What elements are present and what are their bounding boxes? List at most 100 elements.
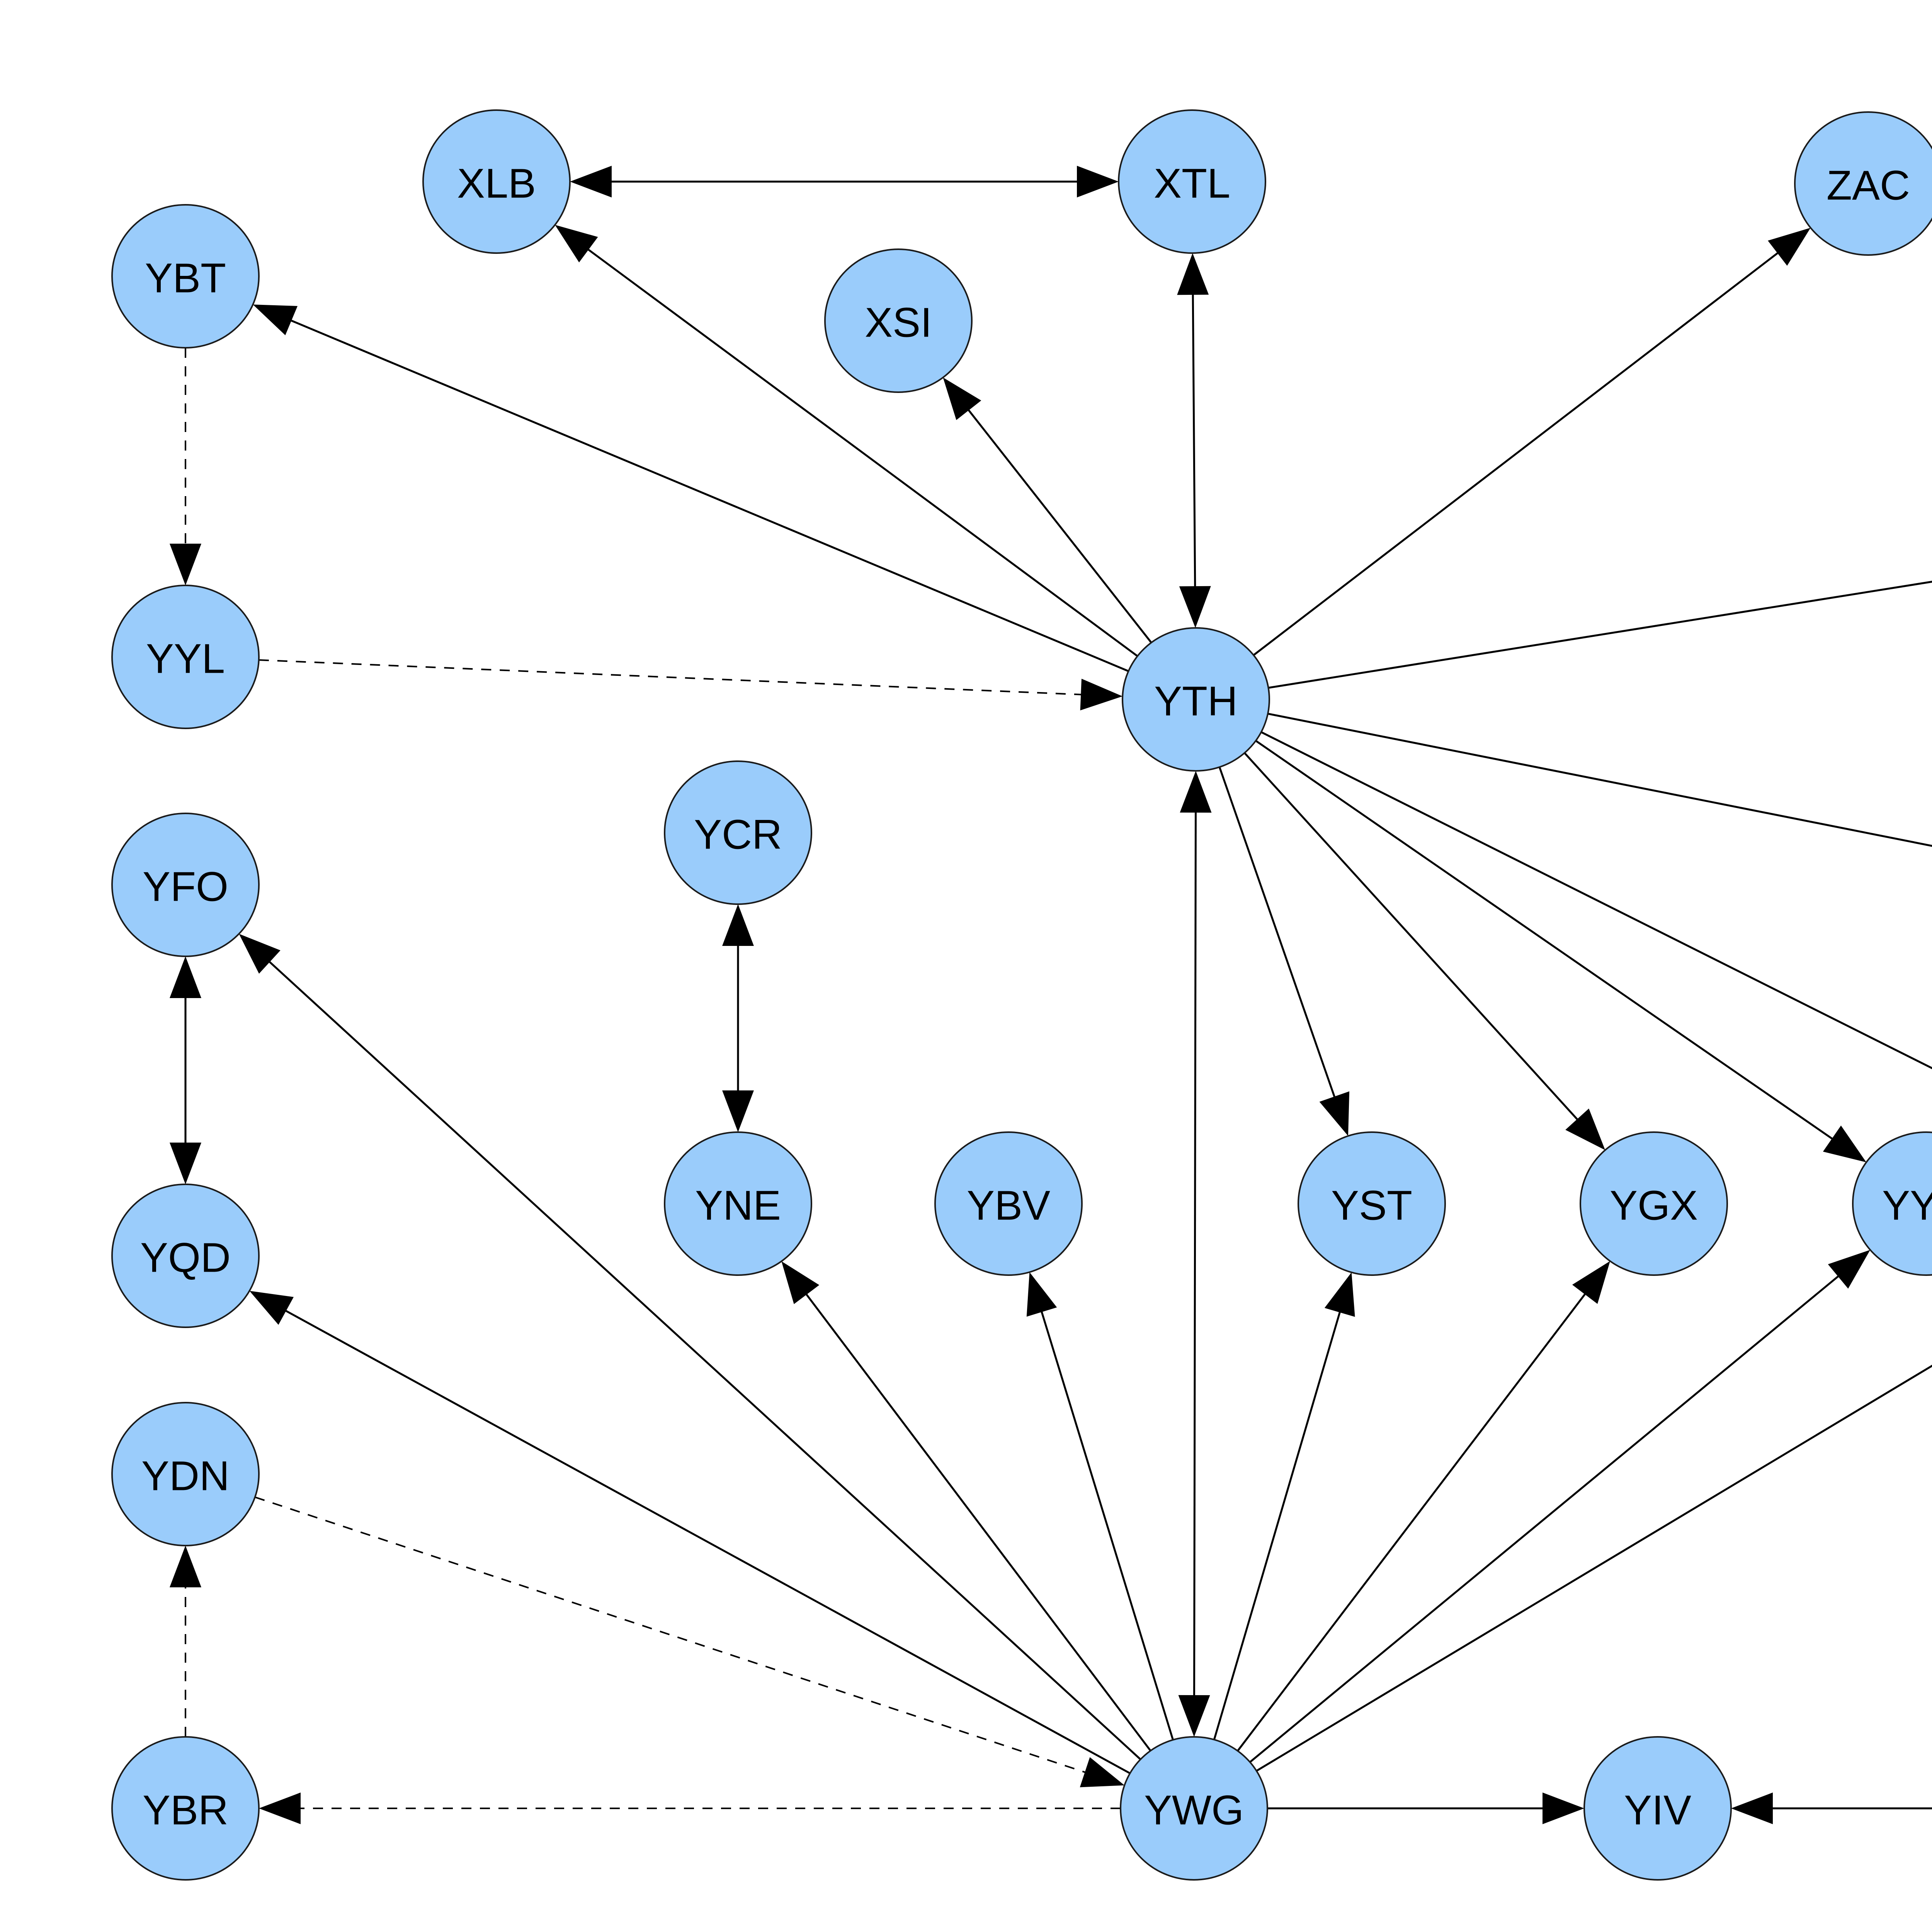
node-ellipse: [1118, 109, 1266, 254]
graph-edge[interactable]: [1267, 1793, 1584, 1824]
graph-edge[interactable]: [1255, 740, 1867, 1162]
arrow-head: [943, 377, 981, 420]
node-label: YBV: [967, 1182, 1050, 1229]
graph-edge[interactable]: [1249, 1250, 1871, 1763]
node-label: YTH: [1154, 678, 1238, 724]
graph-node-ygx[interactable]: YGX: [1580, 1131, 1728, 1276]
node-label: XLB: [457, 160, 536, 207]
graph-edge[interactable]: [1268, 513, 1932, 689]
graph-edge[interactable]: [722, 904, 754, 1132]
graph-node-ybr[interactable]: YBR: [111, 1736, 260, 1881]
arrow-head: [259, 1793, 301, 1824]
graph-edge[interactable]: [1260, 731, 1932, 1171]
edge-line: [1244, 752, 1580, 1122]
graph-node-xtl[interactable]: XTL: [1118, 109, 1266, 254]
node-label: YQD: [140, 1234, 231, 1281]
arrow-head: [170, 1546, 201, 1587]
edge-line: [966, 407, 1152, 643]
edge-line: [259, 659, 1084, 696]
graph-node-zac[interactable]: ZAC: [1794, 111, 1932, 256]
graph-node-yth[interactable]: YTH: [1122, 627, 1270, 772]
arrow-head: [570, 166, 612, 197]
graph-edge[interactable]: [253, 304, 1129, 672]
edge-line: [1260, 731, 1932, 1070]
graph-edge[interactable]: [1177, 253, 1211, 628]
graph-edge[interactable]: [255, 1496, 1125, 1787]
graph-node-xlb[interactable]: XLB: [422, 109, 571, 254]
arrow-head: [1080, 1757, 1125, 1787]
arrow-head: [253, 304, 298, 335]
graph-edge[interactable]: [1178, 770, 1212, 1737]
graph-edge[interactable]: [1244, 752, 1605, 1150]
graph-node-ywg[interactable]: YWG: [1120, 1736, 1268, 1881]
graph-edge[interactable]: [1253, 228, 1811, 656]
node-ellipse: [1580, 1131, 1728, 1276]
graph-node-yst[interactable]: YST: [1298, 1131, 1446, 1276]
graph-edge[interactable]: [781, 1261, 1151, 1752]
graph-node-yqd[interactable]: YQD: [111, 1184, 260, 1328]
edge-line: [1040, 1308, 1174, 1740]
graph-node-yiv[interactable]: YIV: [1583, 1736, 1732, 1881]
node-label: YGX: [1610, 1182, 1698, 1229]
graph-edge[interactable]: [555, 224, 1138, 657]
node-label: YST: [1331, 1182, 1412, 1229]
arrow-head: [239, 934, 281, 974]
edge-line: [1253, 250, 1781, 656]
node-label: YBR: [143, 1787, 228, 1833]
node-ellipse: [824, 248, 973, 393]
graph-edge[interactable]: [1213, 1272, 1355, 1740]
arrow-head: [1543, 1793, 1584, 1824]
node-ellipse: [111, 204, 260, 349]
graph-edge[interactable]: [259, 659, 1123, 711]
graph-node-yyq[interactable]: YYQ: [1852, 1131, 1932, 1276]
edge-line: [255, 1496, 1088, 1774]
graph-node-yfo[interactable]: YFO: [111, 813, 260, 957]
node-ellipse: [664, 1131, 812, 1276]
graph-edge[interactable]: [239, 934, 1141, 1760]
node-label: YDN: [141, 1452, 230, 1499]
graph-edge[interactable]: [170, 956, 201, 1184]
node-ellipse: [111, 1402, 260, 1546]
graph-edge[interactable]: [259, 1793, 1121, 1824]
arrow-head: [1080, 679, 1123, 711]
graph-edge[interactable]: [1237, 1261, 1610, 1752]
graph-edge[interactable]: [1256, 1241, 1932, 1772]
graph-edge[interactable]: [170, 348, 201, 585]
node-label: YIV: [1624, 1787, 1691, 1833]
arrow-head: [1823, 1125, 1867, 1162]
graph-edge[interactable]: [1026, 1272, 1174, 1740]
node-ellipse: [1852, 1131, 1932, 1276]
edge-line: [288, 318, 1129, 672]
graph-edge[interactable]: [1267, 713, 1932, 928]
node-label: XSI: [865, 299, 932, 346]
graph-edge[interactable]: [249, 1291, 1131, 1774]
edge-line: [1218, 767, 1337, 1100]
graph-node-ybt[interactable]: YBT: [111, 204, 260, 349]
arrow-head: [1077, 166, 1119, 197]
arrow-head: [249, 1291, 294, 1325]
node-ellipse: [422, 109, 571, 254]
arrow-head: [170, 544, 201, 585]
graph-edge[interactable]: [943, 377, 1152, 643]
graph-edge[interactable]: [170, 1546, 201, 1737]
graph-edge[interactable]: [1218, 767, 1350, 1136]
edge-line: [266, 959, 1141, 1760]
node-ellipse: [934, 1131, 1083, 1276]
graph-node-ycr[interactable]: YCR: [664, 760, 812, 905]
node-label: YCR: [694, 811, 782, 858]
graph-node-yne[interactable]: YNE: [664, 1131, 812, 1276]
node-label: YBT: [145, 255, 226, 301]
edge-line: [1193, 809, 1197, 1699]
graph-node-ydn[interactable]: YDN: [111, 1402, 260, 1546]
graph-edge[interactable]: [570, 166, 1119, 197]
graph-node-xsi[interactable]: XSI: [824, 248, 973, 393]
graph-node-ybv[interactable]: YBV: [934, 1131, 1083, 1276]
graph-node-yyl[interactable]: YYL: [111, 585, 260, 729]
edge-line: [1237, 1291, 1588, 1752]
edge-line: [1267, 713, 1932, 847]
node-label: XTL: [1154, 160, 1230, 207]
node-ellipse: [1298, 1131, 1446, 1276]
graph-edge[interactable]: [1731, 1793, 1932, 1824]
